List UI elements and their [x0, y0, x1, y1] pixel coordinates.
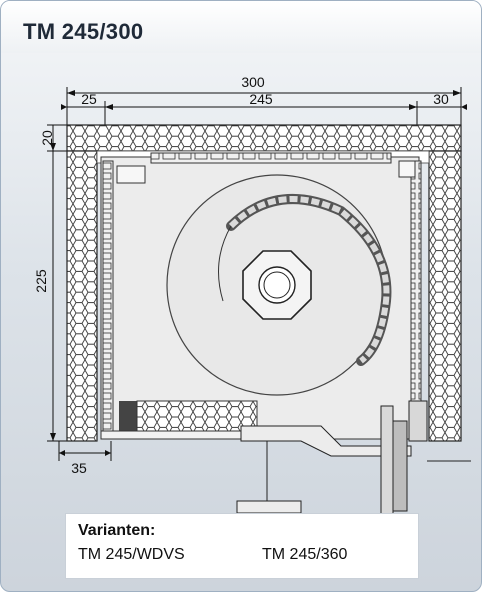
dim-right-offset: 30 — [433, 91, 449, 107]
dimension-lines — [47, 87, 462, 461]
variants-box: Varianten: TM 245/WDVS TM 245/360 — [65, 513, 419, 579]
variant-item-wdvs: TM 245/WDVS — [78, 546, 185, 563]
roller-drum — [166, 174, 392, 396]
page-title: TM 245/300 — [23, 19, 144, 44]
dimension-arrows — [50, 90, 467, 456]
dim-left-offset: 25 — [81, 91, 97, 107]
dim-height: 225 — [33, 269, 49, 293]
variant-item-360: TM 245/360 — [262, 546, 348, 563]
dim-top-thickness: 20 — [39, 130, 55, 146]
dim-total-width: 300 — [241, 74, 265, 90]
dim-inner-width: 245 — [249, 91, 273, 107]
dim-bottom-offset: 35 — [71, 460, 87, 476]
variants-heading: Varianten: — [78, 522, 156, 539]
title-bar — [1, 1, 481, 53]
insulation-box — [66, 124, 462, 442]
bottom-rail — [100, 400, 471, 517]
